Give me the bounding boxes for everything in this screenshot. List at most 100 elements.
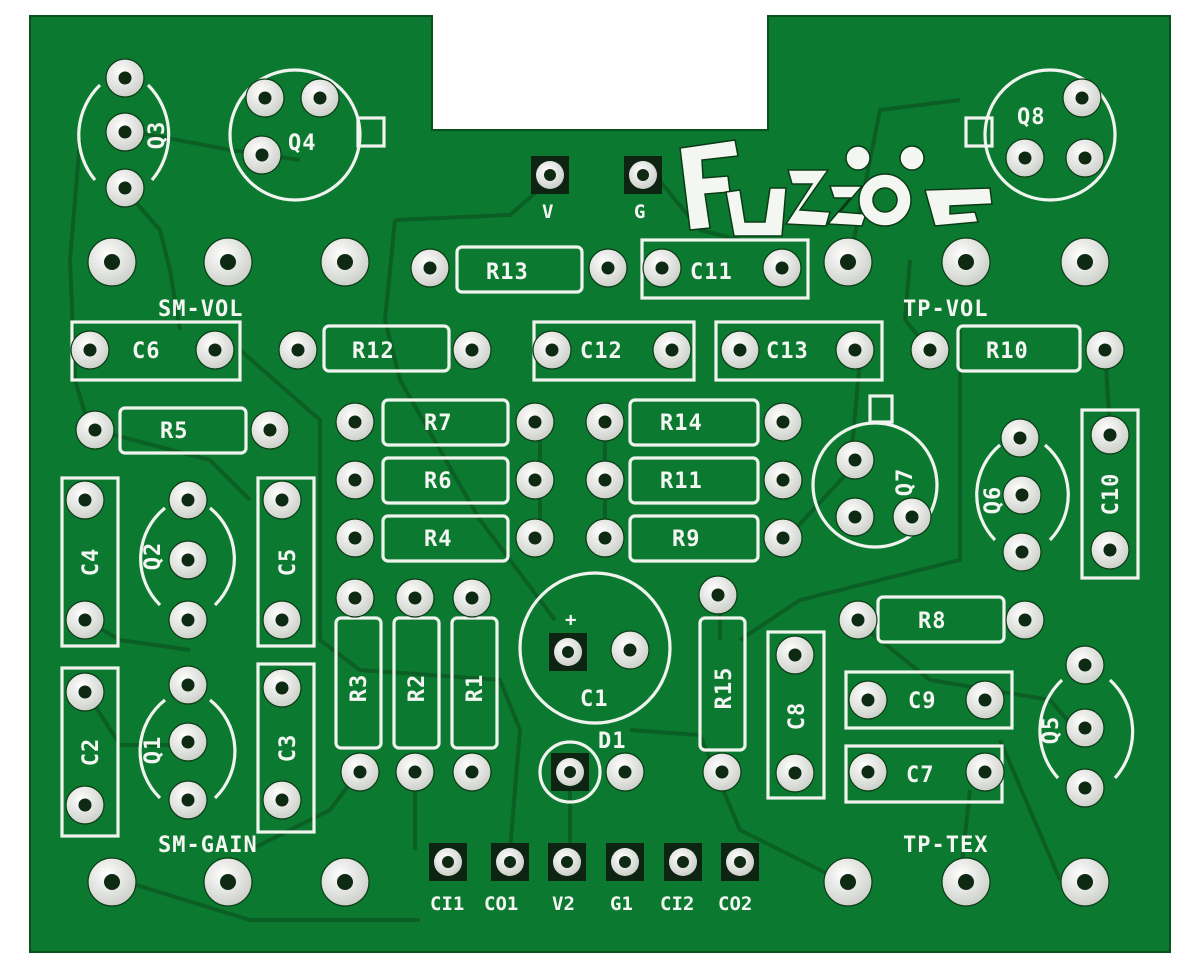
label-r15: R15 [712, 667, 737, 710]
label-r4: R4 [424, 527, 453, 552]
drill-hole [181, 735, 195, 749]
label-c13: C13 [766, 339, 809, 364]
drill-hole [598, 531, 612, 545]
drill-hole [88, 423, 102, 437]
drill-hole [978, 693, 992, 707]
label-r13: R13 [486, 260, 529, 285]
drill-hole [775, 261, 789, 275]
label-r3: R3 [347, 674, 372, 703]
label-c4: C4 [79, 548, 104, 577]
drill-hole [958, 874, 974, 890]
drill-hole [255, 148, 269, 162]
label-c7: C7 [906, 763, 935, 788]
label-r2: R2 [405, 674, 430, 703]
drill-hole [1078, 781, 1092, 795]
drill-hole [1103, 428, 1117, 442]
drill-hole [734, 856, 746, 868]
drill-hole [181, 613, 195, 627]
drill-hole [348, 473, 362, 487]
drill-hole [353, 765, 367, 779]
label-c9: C9 [908, 689, 937, 714]
drill-hole [733, 343, 747, 357]
drill-hole [905, 510, 919, 524]
drill-hole [104, 254, 120, 270]
drill-hole [78, 493, 92, 507]
drill-hole [788, 648, 802, 662]
label-r1: R1 [463, 674, 488, 703]
drill-hole [208, 343, 222, 357]
label-tp-tex: TP-TEX [903, 833, 988, 858]
drill-hole [504, 856, 516, 868]
label-r8: R8 [918, 609, 947, 634]
label-r14: R14 [660, 411, 703, 436]
drill-hole [181, 678, 195, 692]
drill-hole [601, 261, 615, 275]
drill-hole [1075, 91, 1089, 105]
drill-hole [923, 343, 937, 357]
drill-hole [623, 643, 637, 657]
drill-hole [1098, 343, 1112, 357]
label-ci1: CI1 [430, 893, 464, 915]
drill-hole [118, 181, 132, 195]
label-r12: R12 [352, 339, 395, 364]
drill-hole [840, 874, 856, 890]
drill-hole [544, 169, 556, 181]
label-v2: V2 [552, 893, 575, 915]
drill-hole [83, 343, 97, 357]
drill-hole [337, 874, 353, 890]
drill-hole [465, 765, 479, 779]
label-co1: CO1 [484, 893, 518, 915]
drill-hole [840, 254, 856, 270]
drill-hole [776, 415, 790, 429]
drill-hole [408, 591, 422, 605]
label-d1: D1 [598, 729, 627, 754]
drill-hole [291, 343, 305, 357]
drill-hole [118, 125, 132, 139]
drill-hole [348, 591, 362, 605]
drill-hole [848, 453, 862, 467]
label-q4: Q4 [288, 131, 317, 156]
drill-hole [181, 793, 195, 807]
drill-hole [1077, 254, 1093, 270]
label-r5: R5 [160, 419, 189, 444]
drill-hole [776, 473, 790, 487]
drill-hole [118, 71, 132, 85]
drill-hole [528, 473, 542, 487]
label-g1: G1 [610, 893, 633, 915]
drill-hole [528, 531, 542, 545]
drill-hole [561, 856, 573, 868]
drill-hole [263, 423, 277, 437]
drill-hole [528, 415, 542, 429]
drill-hole [275, 613, 289, 627]
label-v: V [542, 201, 553, 223]
drill-hole [564, 766, 576, 778]
drill-hole [715, 765, 729, 779]
drill-hole [1015, 545, 1029, 559]
label-r7: R7 [424, 411, 453, 436]
drill-hole [275, 493, 289, 507]
label-c1: C1 [580, 687, 609, 712]
label-c10: C10 [1099, 473, 1124, 516]
drill-hole [181, 493, 195, 507]
drill-hole [465, 591, 479, 605]
drill-hole [313, 91, 327, 105]
drill-hole [776, 531, 790, 545]
label-r6: R6 [424, 469, 453, 494]
label-r10: R10 [986, 339, 1029, 364]
label-q8: Q8 [1017, 105, 1046, 130]
label-c5: C5 [276, 548, 301, 577]
drill-hole [598, 415, 612, 429]
label-c8: C8 [785, 702, 810, 731]
label-q5: Q5 [1039, 716, 1064, 745]
label-q3: Q3 [145, 121, 170, 150]
drill-hole [1103, 543, 1117, 557]
label-c1-plus: + [565, 609, 576, 631]
label-q2: Q2 [141, 542, 166, 571]
drill-hole [1015, 488, 1029, 502]
drill-hole [258, 91, 272, 105]
label-c12: C12 [580, 339, 623, 364]
drill-hole [408, 765, 422, 779]
label-sm-vol: SM-VOL [158, 297, 243, 322]
drill-hole [1077, 874, 1093, 890]
